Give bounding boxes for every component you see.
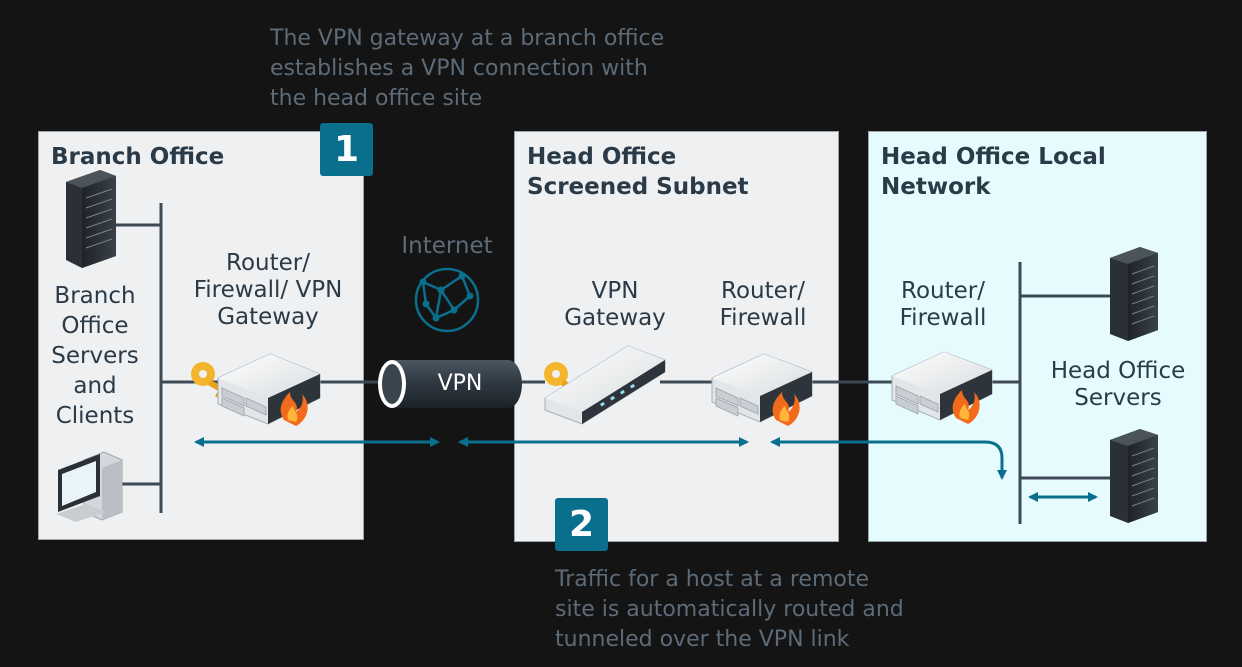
local-router-firewall-icon [891,351,993,424]
local-router-label: Router/ Firewall [880,278,1006,332]
head-server-rack-bottom-icon [1110,429,1158,523]
vpn-gateway-label: VPN Gateway [550,278,680,332]
branch-router-firewall-icon [217,353,321,426]
vpn-tunnel [378,360,522,408]
branch-router-label: Router/ Firewall/ VPN Gateway [178,250,358,331]
head-servers-line-2: Servers [1074,385,1162,411]
branch-servers-line-3: Servers [51,343,139,369]
screened-router-line-1: Router/ [721,278,805,304]
caption-top-line-3: the head office site [270,86,483,111]
local-network-title-line-2: Network [881,174,991,200]
step-2-badge: 2 [555,498,608,551]
caption-top-line-2: establishes a VPN connection with [270,56,648,81]
head-servers-label: Head Office Servers [1040,358,1196,412]
vpn-tunnel-text: VPN [437,371,483,396]
screened-router-firewall-icon [711,353,813,426]
caption-top-line-1: The VPN gateway at a branch office [270,26,665,51]
step-1-badge: 1 [320,123,373,176]
caption-top: The VPN gateway at a branch office estab… [270,24,664,114]
branch-servers-label: Branch Office Servers and Clients [40,281,150,431]
step-1-number: 1 [333,129,360,170]
step-2-number: 2 [568,504,595,545]
local-traffic-arrow [770,437,1007,480]
local-network-title-line-1: Head Office Local [881,144,1106,170]
local-network-title: Head Office Local Network [881,142,1106,202]
internet-globe-icon [414,267,480,333]
local-router-line-1: Router/ [901,278,985,304]
caption-bottom-line-3: tunneled over the VPN link [555,627,850,652]
branch-workstation-icon [56,451,123,522]
screened-subnet-title-line-2: Screened Subnet [527,174,749,200]
vpn-tunnel-label: VPN [410,370,510,397]
caption-bottom-line-2: site is automatically routed and [555,597,904,622]
branch-servers-line-1: Branch [54,283,136,309]
vpn-gateway-device-icon [544,345,666,425]
branch-office-title-line-1: Branch Office [51,144,225,170]
screened-subnet-panel: Head Office Screened Subnet [514,131,839,542]
branch-office-title: Branch Office [51,142,224,172]
local-router-line-2: Firewall [899,305,987,331]
vpn-gateway-line-1: VPN [591,278,639,304]
head-servers-line-1: Head Office [1050,358,1186,384]
traffic-arrows [194,437,1098,502]
internet-label: Internet [387,233,507,260]
branch-router-line-3: Gateway [217,304,319,330]
branch-router-line-2: Firewall/ VPN [193,277,343,303]
head-server-rack-top-icon [1110,247,1158,341]
screened-router-line-2: Firewall [719,305,807,331]
branch-servers-line-5: Clients [55,403,135,429]
branch-server-rack-icon [66,170,116,268]
branch-servers-line-2: Office [61,313,129,339]
screened-router-label: Router/ Firewall [700,278,826,332]
screened-subnet-title: Head Office Screened Subnet [527,142,749,202]
branch-router-line-1: Router/ [226,250,310,276]
caption-bottom-line-1: Traffic for a host at a remote [555,567,870,592]
vpn-gateway-line-2: Gateway [564,305,666,331]
screened-subnet-title-line-1: Head Office [527,144,677,170]
caption-bottom: Traffic for a host at a remote site is a… [555,565,904,655]
branch-servers-line-4: and [73,373,117,399]
internet-label-text: Internet [401,233,493,259]
